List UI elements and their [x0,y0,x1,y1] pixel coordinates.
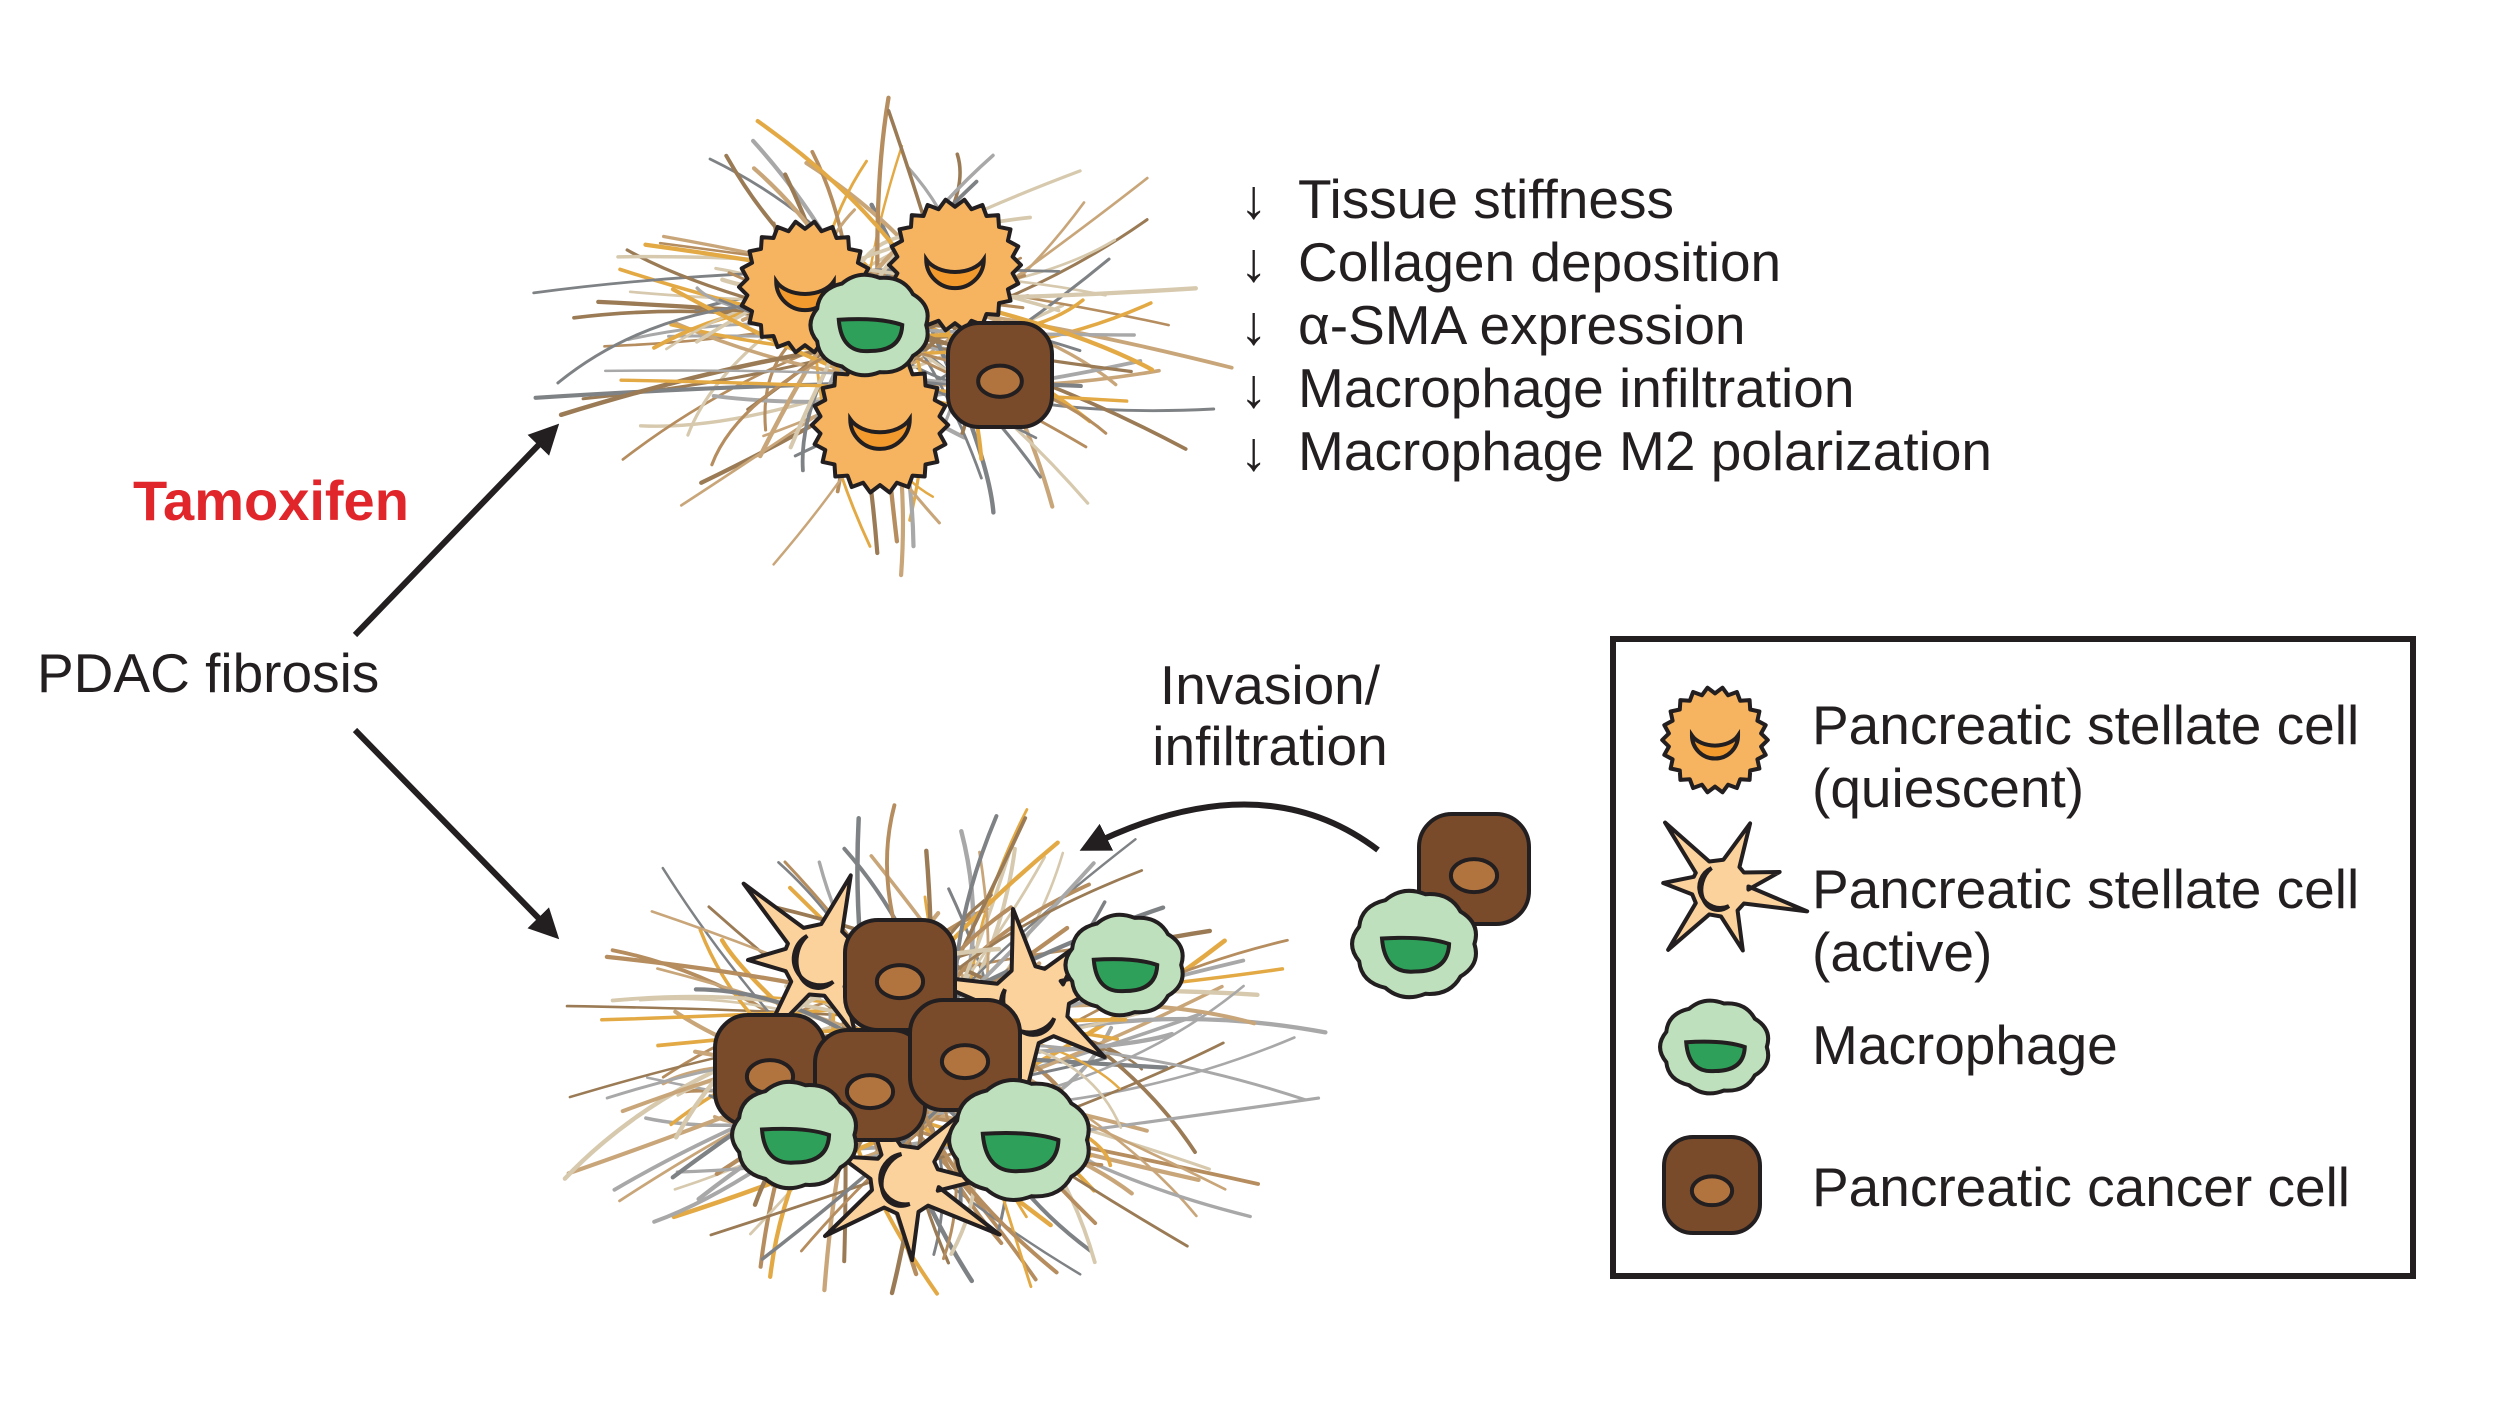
down-arrow-icon: ↓ [1240,357,1268,419]
legend-label-active: Pancreatic stellate cell (active) [1812,858,2359,985]
legend-line: Pancreatic cancer cell [1812,1156,2351,1218]
effect-item: ↓ Tissue stiffness [1240,168,1992,231]
cell-nucleus [1689,728,1741,761]
cell-membrane [822,1084,1002,1263]
effect-item: ↓ Macrophage M2 polarization [1240,420,1992,483]
macrophage-cell [1063,912,1185,1018]
cell-nucleus [924,252,986,291]
down-arrow-icon: ↓ [1240,231,1268,293]
cell-nucleus [759,1126,832,1165]
invasion-label: Invasion/ infiltration [1120,655,1420,776]
cell-nucleus [1697,866,1731,912]
invasion-arrow [1079,801,1380,853]
cell-nucleus [878,1152,911,1208]
tamoxifen-cell-cluster [737,197,1054,495]
legend-line: Pancreatic stellate cell [1812,858,2360,920]
effect-text: Tissue stiffness [1298,168,1674,230]
effect-item: ↓ α-SMA expression [1240,294,1992,357]
pdac-fibrosis-label: PDAC fibrosis [37,642,380,704]
invasion-label-line-1: Invasion/ [1159,654,1381,716]
cell-nucleus [939,1043,991,1081]
effect-text: α-SMA expression [1298,294,1746,356]
cell-membrane [1661,820,1810,953]
cell-nucleus [976,363,1024,399]
cell-nucleus [1448,857,1500,895]
cell-membrane [809,355,951,495]
active-stellate-cell [1661,820,1810,953]
macrophage-cell [947,1078,1091,1202]
quiescent-stellate-cell [809,355,951,495]
cell-nucleus [1091,957,1160,994]
cell-nucleus [836,317,905,354]
cancer-cell [1662,1135,1762,1235]
invasion-label-line-2: infiltration [1152,714,1388,777]
cell-membrane [1660,685,1770,795]
invading-cells [1350,812,1531,1000]
tamoxifen-effects-list: ↓ Tissue stiffness ↓ Collagen deposition ↓… [1240,168,1992,483]
cell-nucleus [1379,935,1452,974]
cell-nucleus [874,963,926,1001]
arrow-to-untreated-outcome [352,727,560,940]
down-arrow-icon: ↓ [1240,168,1268,230]
fibrotic-cell-cluster [713,873,1185,1263]
macrophage-cell [1350,888,1478,1000]
legend-label-quiescent: Pancreatic stellate cell (quiescent) [1812,694,2359,821]
cancer-cell [946,321,1054,429]
quiescent-stellate-cell [1660,685,1770,795]
active-stellate-cell [822,1084,1002,1263]
cell-nucleus [844,1073,896,1111]
legend-line: Macrophage [1812,1014,2118,1076]
cell-nucleus [791,934,835,990]
cell-nucleus [848,412,912,451]
down-arrow-icon: ↓ [1240,420,1268,482]
macrophage-cell [808,272,930,378]
legend-line: Pancreatic stellate cell [1812,694,2360,756]
effect-text: Collagen deposition [1298,231,1782,293]
cell-nucleus [980,1131,1061,1174]
macrophage-cell [730,1079,858,1191]
macrophage-cell [1658,998,1771,1096]
legend-label-macrophage: Macrophage [1812,1014,2118,1077]
legend-label-cancer: Pancreatic cancer cell [1812,1156,2350,1219]
collagen-fiber [669,301,1153,356]
cell-membrane [887,197,1023,333]
down-arrow-icon: ↓ [1240,294,1268,356]
effect-text: Macrophage infiltration [1298,357,1855,419]
legend-box: Pancreatic stellate cell (quiescent) Pan… [1610,636,2416,1279]
effect-item: ↓ Macrophage infiltration [1240,357,1992,420]
cell-nucleus [1689,1174,1735,1208]
cell-nucleus [1684,1039,1747,1074]
effect-text: Macrophage M2 polarization [1298,420,1992,482]
legend-icons [1658,685,1810,1235]
legend-line: (active) [1812,921,1993,984]
quiescent-stellate-cell [887,197,1023,333]
legend-line: (quiescent) [1812,757,2085,820]
tamoxifen-label: Tamoxifen [133,469,409,532]
arrow-to-tamoxifen-outcome [352,423,560,638]
effect-item: ↓ Collagen deposition [1240,231,1992,294]
